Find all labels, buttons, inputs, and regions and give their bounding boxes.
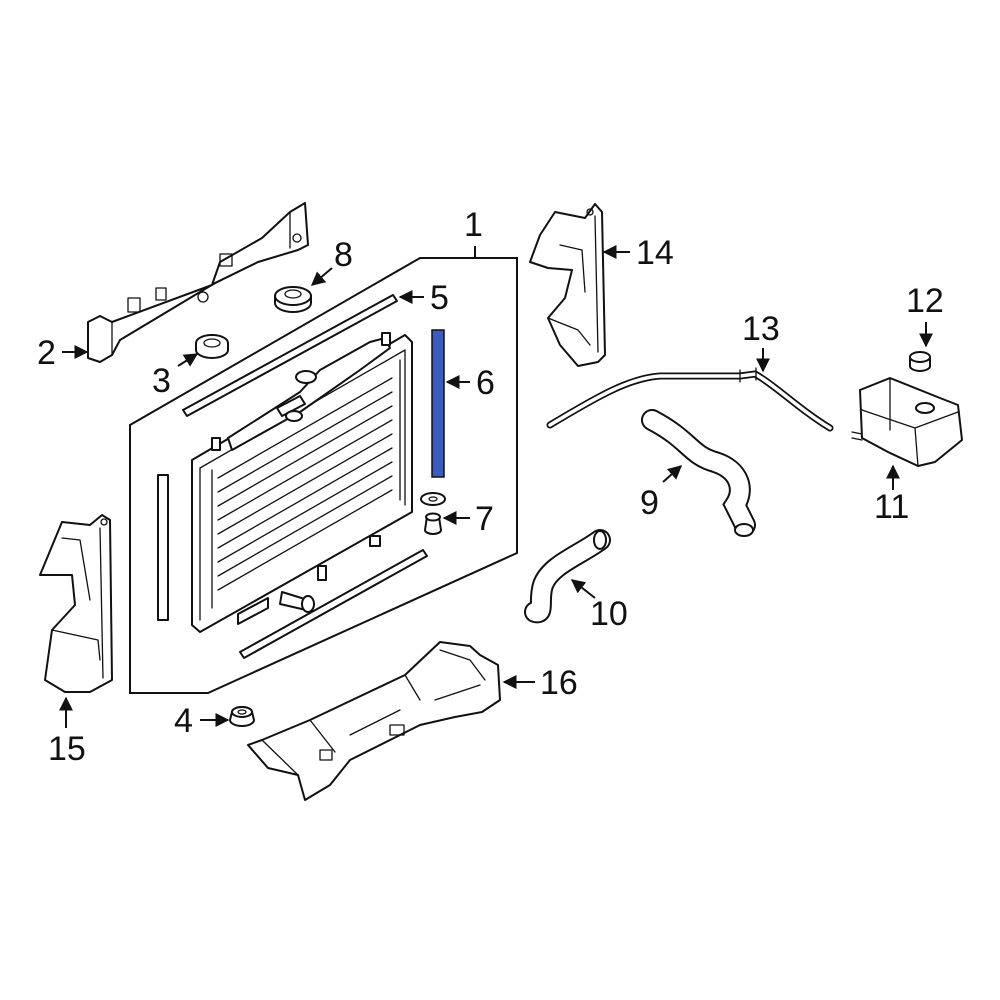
part-16-lower-deflector[interactable] [247,641,501,801]
part-9-upper-hose[interactable] [641,409,756,537]
part-5-upper-seal[interactable] [182,294,398,417]
callout-10: 10 [590,595,628,633]
callout-12: 12 [906,282,944,320]
callout-5: 5 [430,279,449,317]
callout-15: 15 [48,730,86,768]
callout-8: 8 [334,236,353,274]
part-3-grommet[interactable] [195,334,229,359]
callout-2: 2 [37,334,56,372]
part-4-grommet[interactable] [229,706,255,727]
part-11-reservoir-tank[interactable] [851,377,963,467]
part-7-mount-bushing[interactable] [420,492,446,535]
callout-leaders [59,245,933,728]
part-14-right-air-guide[interactable] [529,203,606,367]
callout-7: 7 [475,500,494,538]
part-8-radiator-cap[interactable] [274,286,312,313]
callout-3: 3 [152,362,171,400]
callout-16: 16 [540,664,578,702]
callout-4: 4 [174,702,193,740]
part-13-overflow-hose[interactable] [546,367,834,432]
callout-14: 14 [636,234,674,272]
callout-1: 1 [464,206,483,244]
part-12-reservoir-cap[interactable] [909,351,931,372]
part-1-radiator[interactable] [191,332,413,633]
part-2-upper-bracket[interactable] [87,202,309,363]
part-15-left-air-guide[interactable] [39,514,113,693]
part-1-lower-seal[interactable] [239,549,428,659]
part-10-lower-hose[interactable] [524,529,611,624]
assembly-frame [129,257,518,694]
callout-labels: 1 2 3 4 5 6 7 8 9 10 11 12 13 14 15 16 [37,206,944,768]
callout-6: 6 [476,364,495,402]
callout-9: 9 [640,484,659,522]
part-6-side-seal-highlighted[interactable] [431,329,445,478]
part-1-left-side-seal[interactable] [157,474,169,621]
radiator-fins [217,377,393,591]
callout-11: 11 [874,488,909,526]
callout-13: 13 [742,310,780,348]
